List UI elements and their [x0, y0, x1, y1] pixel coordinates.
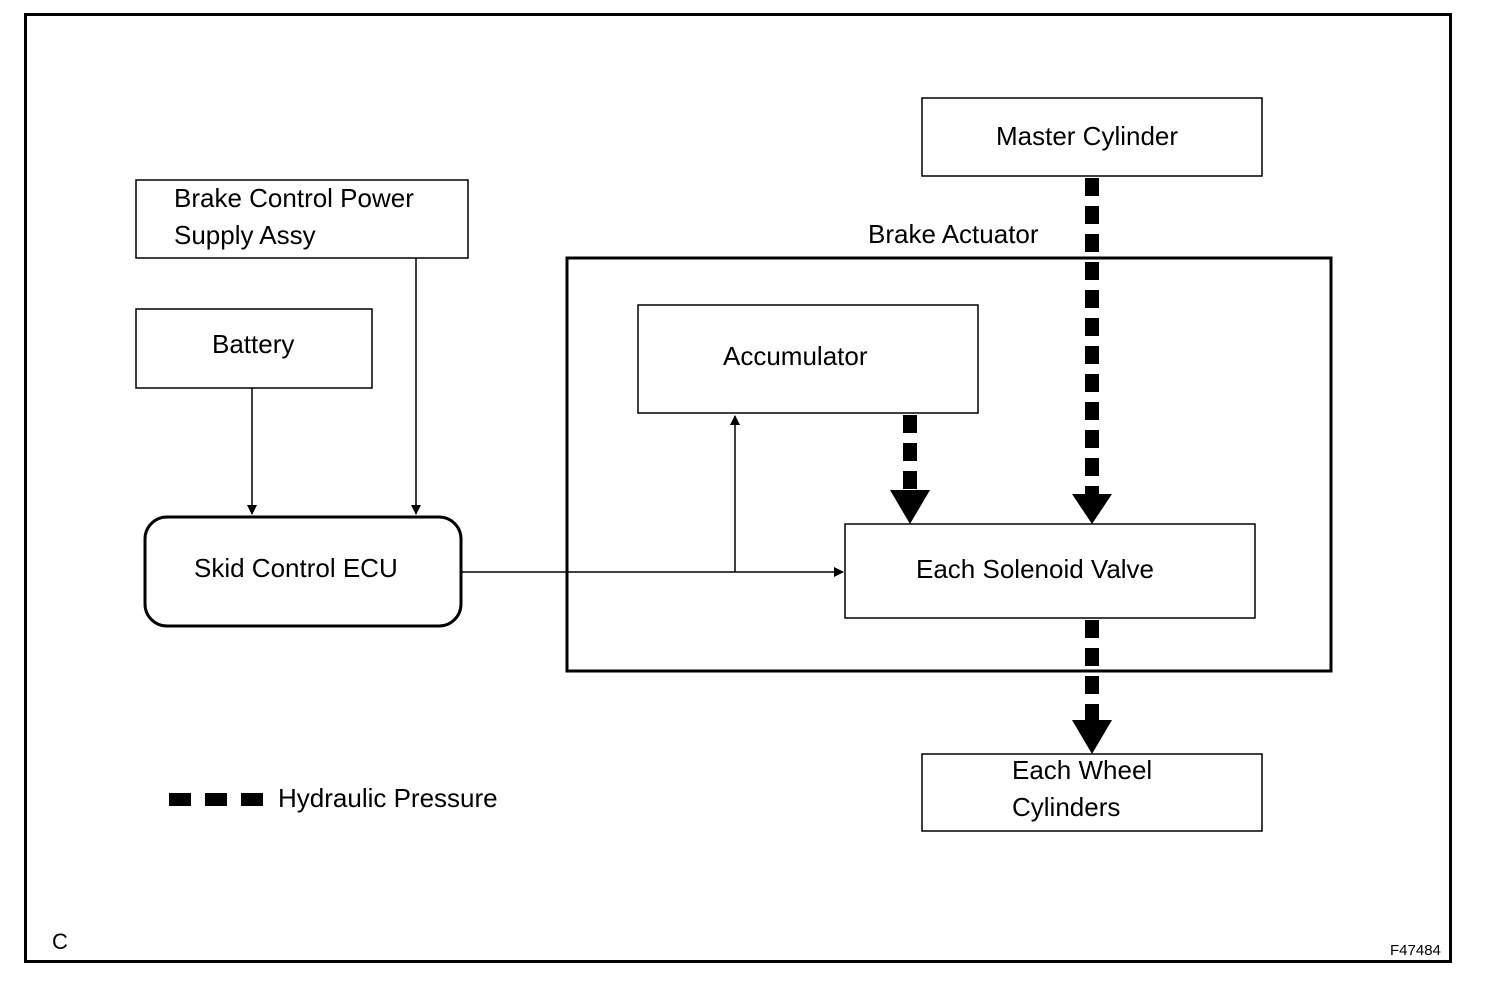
master-cylinder-label: Master Cylinder	[996, 121, 1179, 151]
legend-label: Hydraulic Pressure	[278, 783, 498, 813]
solenoid-to-wheel-cylinders-hydraulic-arrow	[1072, 620, 1112, 754]
master-cylinder-box	[921, 97, 1263, 177]
brake-actuator-box	[565, 256, 1333, 673]
power-supply-box	[135, 179, 469, 259]
solenoid-valve-box	[844, 523, 1256, 619]
section-letter: C	[52, 929, 68, 954]
battery-label: Battery	[212, 329, 295, 359]
accumulator-box	[637, 304, 979, 414]
accumulator-to-solenoid-hydraulic-arrow	[890, 415, 930, 524]
wheel-cylinders-box	[921, 753, 1263, 832]
master-cylinder-to-solenoid-hydraulic-arrow	[1072, 178, 1112, 524]
brake-actuator-label: Brake Actuator	[868, 219, 1039, 249]
power-supply-label: Brake Control Power Supply Assy	[174, 183, 414, 250]
accumulator-label: Accumulator	[723, 341, 868, 371]
figure-code: F47484	[1390, 942, 1441, 959]
hydraulic-legend-swatch	[169, 793, 263, 806]
solenoid-valve-label: Each Solenoid Valve	[916, 554, 1155, 584]
battery-box	[135, 308, 373, 389]
ecu-label: Skid Control ECU	[194, 553, 398, 583]
wheel-cylinders-label: Each Wheel Cylinders	[1012, 755, 1153, 822]
figure-frame	[24, 13, 1452, 963]
